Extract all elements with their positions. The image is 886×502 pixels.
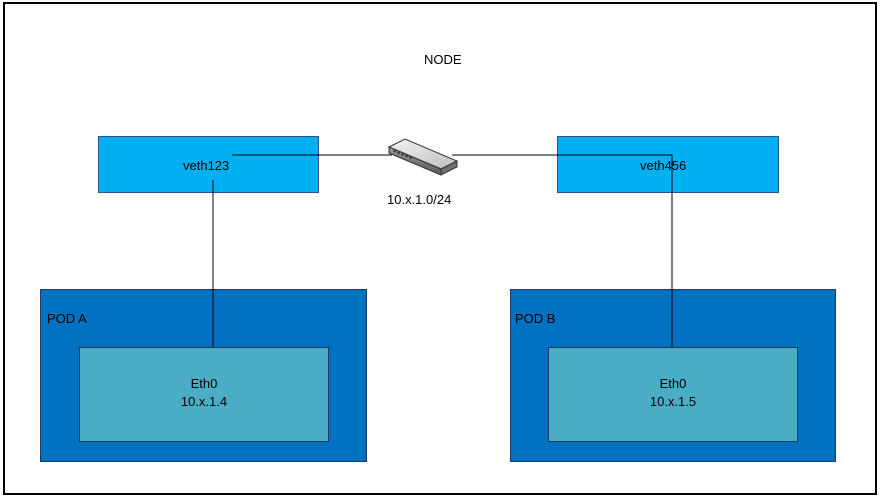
veth-left-label: veth123 xyxy=(183,158,230,173)
veth-right-box xyxy=(557,136,779,193)
pod-a-label: POD A xyxy=(47,311,87,326)
pod-a-eth0-box: Eth0 10.x.1.4 xyxy=(79,347,329,442)
veth-left-box xyxy=(98,136,319,193)
pod-a-eth-name: Eth0 xyxy=(190,376,218,391)
pod-b-label: POD B xyxy=(515,311,556,326)
veth-right-label: veth456 xyxy=(640,158,687,173)
pod-b-eth-name: Eth0 xyxy=(659,376,687,391)
pod-b-eth0-box: Eth0 10.x.1.5 xyxy=(548,347,798,442)
bridge-subnet-label: 10.x.1.0/24 xyxy=(387,192,452,207)
network-switch-icon xyxy=(387,138,459,176)
pod-a-eth-ip: 10.x.1.4 xyxy=(180,394,228,409)
node-label: NODE xyxy=(424,52,462,67)
pod-b-eth-ip: 10.x.1.5 xyxy=(649,394,697,409)
